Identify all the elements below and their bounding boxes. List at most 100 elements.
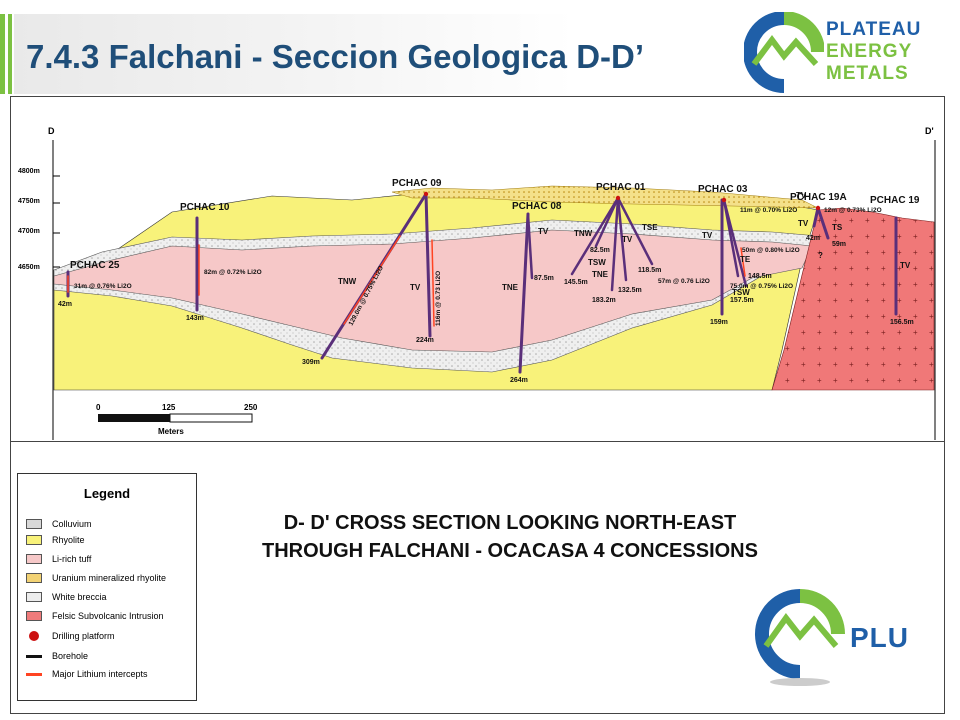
- logo-line-1: PLATEAU: [826, 19, 922, 40]
- unit-label: TS: [832, 223, 843, 232]
- section-caption-line-2: THROUGH FALCHANI - OCACASA 4 CONCESSIONS: [262, 540, 758, 562]
- figure-divider: [10, 441, 945, 442]
- plateau-logo-mark-icon: [743, 11, 825, 93]
- li-tuff-swatch: [26, 554, 42, 564]
- unit-label: TV: [622, 235, 633, 244]
- elevation-label: 4700m: [18, 228, 40, 235]
- depth-label: 143m: [186, 315, 204, 322]
- depth-label: 42m: [58, 301, 72, 308]
- section-end-right: D': [925, 126, 934, 136]
- legend-label: Rhyolite: [52, 535, 85, 545]
- intercept-label: 31m @ 0.76% Li2O: [74, 283, 132, 290]
- drillhole-name: PCHAC 01: [596, 182, 646, 193]
- legend-label: Felsic Subvolcanic Intrusion: [52, 611, 164, 621]
- legend-label: Drilling platform: [52, 631, 115, 641]
- uranium-rhyolite-swatch: [26, 573, 42, 583]
- elevation-label: 4750m: [18, 198, 40, 205]
- depth-label: 156.5m: [890, 319, 914, 326]
- uranium-rhyolite-unit: [391, 185, 819, 209]
- legend-item-white-breccia: White breccia: [26, 591, 194, 605]
- scale-tick: 125: [162, 403, 176, 412]
- unit-label: TNW: [338, 277, 357, 286]
- intercept-label: 12m @ 0.73% Li2O: [824, 207, 882, 214]
- drillhole-name: PCHAC 25: [70, 260, 120, 271]
- rhyolite-swatch: [26, 535, 42, 545]
- scale-unit: Meters: [158, 427, 184, 436]
- legend-item-li-tuff: Li-rich tuff: [26, 553, 194, 567]
- title-banner: [14, 14, 574, 94]
- unit-label: TNE: [502, 283, 519, 292]
- legend-panel: Legend Colluvium Rhyolite Li-rich tuff U…: [17, 473, 197, 701]
- depth-label: 145.5m: [564, 279, 588, 286]
- scale-tick: 250: [244, 403, 258, 412]
- boreholes: [66, 192, 898, 374]
- depth-label: 42m: [806, 235, 820, 242]
- depth-label: 157.5m: [730, 297, 754, 304]
- depth-label: 132.5m: [618, 287, 642, 294]
- depth-label: 148.5m: [748, 273, 772, 280]
- legend-item-felsic-intrusion: Felsic Subvolcanic Intrusion: [26, 610, 194, 624]
- figure-frame: [10, 96, 945, 714]
- drillhole-name: PCHAC 19: [870, 195, 920, 206]
- depth-label: 264m: [510, 377, 528, 384]
- legend-item-drilling-platform: Drilling platform: [26, 630, 194, 644]
- legend-label: Borehole: [52, 651, 89, 661]
- felsic-intrusion-unit: [771, 207, 935, 391]
- intercept-label: 75.0m @ 0.75% Li2O: [730, 283, 793, 290]
- unit-label: ?: [818, 251, 823, 260]
- legend-item-borehole: Borehole: [26, 650, 194, 664]
- depth-label: 118.5m: [638, 267, 661, 274]
- drillhole-name: PCHAC 03: [698, 184, 748, 195]
- intercept-label: 11m @ 0.70% Li2O: [740, 207, 797, 214]
- unit-label: TSE: [642, 223, 658, 232]
- legend-item-lithium-intercepts: Major Lithium intercepts: [26, 668, 194, 682]
- unit-label: TNW: [574, 229, 593, 238]
- depth-label: 82.5m: [590, 247, 610, 254]
- felsic-intrusion-swatch: [26, 611, 42, 621]
- lithium-intercept-swatch: [26, 673, 42, 676]
- plu-logo: PLU: [752, 588, 922, 688]
- legend-label: Li-rich tuff: [52, 554, 92, 564]
- unit-label: TSW: [732, 288, 750, 297]
- logo-line-2: ENERGY: [826, 41, 913, 62]
- page-title: 7.4.3 Falchani - Seccion Geologica D-D’: [26, 38, 645, 75]
- unit-label: TV: [538, 227, 549, 236]
- unit-label: TV: [796, 191, 807, 200]
- depth-label: 159m: [710, 319, 728, 326]
- unit-label: TSW: [588, 258, 606, 267]
- intercept-label: 116m @ 0.73 Li2O: [435, 271, 442, 326]
- legend-label: Colluvium: [52, 519, 92, 529]
- scale-tick: 0: [96, 403, 101, 412]
- drilling-platform-icon: [29, 631, 39, 641]
- intercept-label: 50m @ 0.80% Li2O: [742, 247, 800, 254]
- title-accent-bar-inner: [8, 14, 12, 94]
- plu-text: PLU: [850, 622, 909, 653]
- unit-label: TE: [740, 255, 751, 264]
- legend-item-rhyolite: Rhyolite: [26, 534, 194, 548]
- depth-label: 87.5m: [534, 275, 554, 282]
- drilling-platforms: [423, 191, 821, 211]
- drillhole-name: PCHAC 10: [180, 202, 230, 213]
- drillhole-name: PCHAC 08: [512, 201, 562, 212]
- colluvium-swatch: [26, 519, 42, 529]
- legend-label: White breccia: [52, 592, 107, 602]
- depth-label: 59m: [832, 241, 846, 248]
- intercept-label: 82m @ 0.72% Li2O: [204, 269, 262, 276]
- section-caption-line-1: D- D' CROSS SECTION LOOKING NORTH-EAST: [283, 512, 737, 534]
- scale-bar: 0 125 250 Meters: [96, 403, 258, 436]
- unit-label: TV: [798, 219, 809, 228]
- intercept-label: 57m @ 0.76 Li2O: [658, 278, 710, 285]
- depth-label: 309m: [302, 359, 320, 366]
- unit-label: TNE: [592, 270, 609, 279]
- plateau-energy-metals-logo: PLATEAU ENERGY METALS: [743, 11, 944, 96]
- white-breccia-swatch: [26, 592, 42, 602]
- depth-label: 224m: [416, 337, 434, 344]
- section-end-left: D: [48, 126, 55, 136]
- unit-label: TV: [900, 261, 911, 270]
- plu-logo-mark-icon: [755, 589, 845, 686]
- legend-item-uranium-rhyolite: Uranium mineralized rhyolite: [26, 572, 194, 586]
- legend-title: Legend: [83, 486, 131, 501]
- legend-item-colluvium: Colluvium: [26, 518, 194, 532]
- drillhole-name: PCHAC 19A: [790, 192, 847, 203]
- drillhole-name: PCHAC 09: [392, 178, 442, 189]
